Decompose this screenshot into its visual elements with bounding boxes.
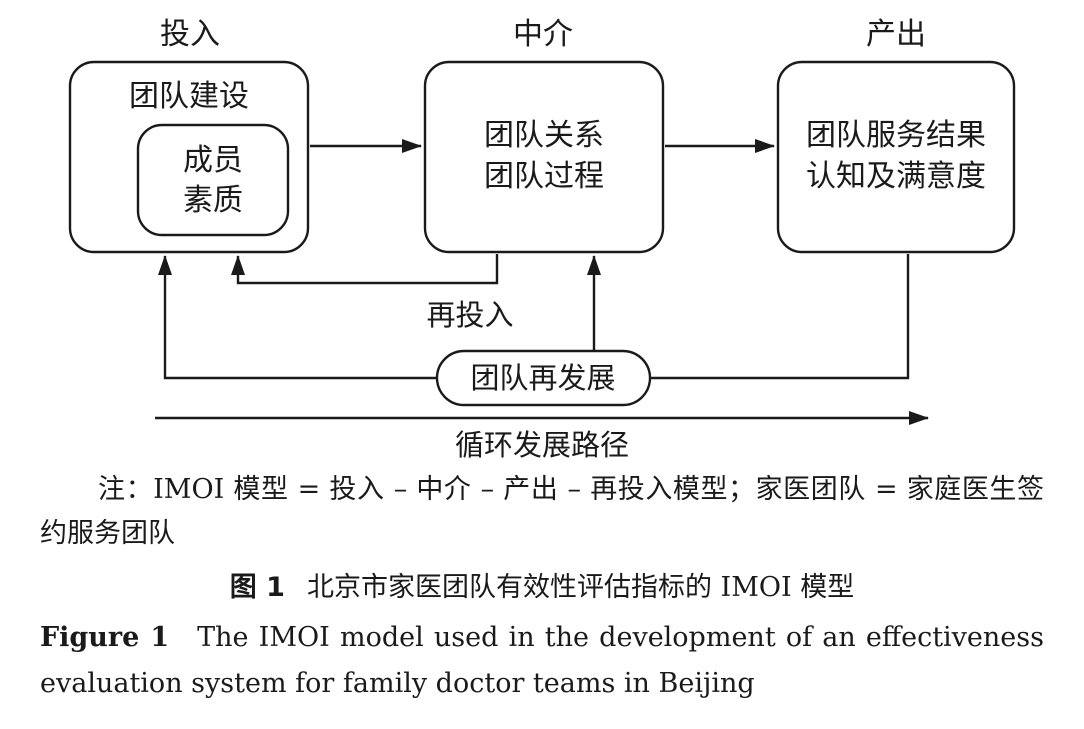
header-output: 产出 [866,17,926,52]
redevelop-box [435,349,652,407]
redevelop-label: 团队再发展 [470,361,615,395]
header-mediator: 中介 [513,17,573,52]
figure-label-en: Figure 1 [40,622,170,653]
header-input: 投入 [160,17,220,52]
mediator-box-line2: 团队过程 [484,159,604,194]
cycle-label: 循环发展路径 [455,428,629,462]
figure-title-en-line2: evaluation system for family doctor team… [40,668,755,699]
output-box-line1: 团队服务结果 [806,118,986,153]
imoi-diagram: 投入 中介 产出 团队建设 成员 素质 团队关系 团队过程 团队服务结果 认知及… [68,17,1016,462]
figure-caption-en: Figure 1 The IMOI model used in the devel… [40,615,1044,707]
figure-note: 注：IMOI 模型 = 投入 – 中介 – 产出 – 再投入模型；家医团队 = … [40,474,1044,549]
member-quality-box [136,123,290,237]
mediator-box [423,60,665,254]
reinput-label: 再投入 [426,298,513,332]
arrow-reinput [231,254,499,285]
figure-title-cn: 北京市家医团队有效性评估指标的 IMOI 模型 [306,572,855,603]
figure-label-cn: 图 1 [229,572,285,603]
output-box [776,60,1016,254]
member-quality-line1: 成员 [183,143,243,178]
output-box-line2: 认知及满意度 [806,159,986,194]
figure-caption-en-line1: Figure 1 The IMOI model used in the devel… [40,615,1044,661]
mediator-box-line1: 团队关系 [484,118,604,153]
member-quality-line2: 素质 [183,183,243,218]
input-box-title: 团队建设 [129,79,249,114]
figure-title-en-line1: The IMOI model used in the development o… [197,622,1044,653]
figure-caption-cn: 图 1 北京市家医团队有效性评估指标的 IMOI 模型 [40,566,1044,610]
